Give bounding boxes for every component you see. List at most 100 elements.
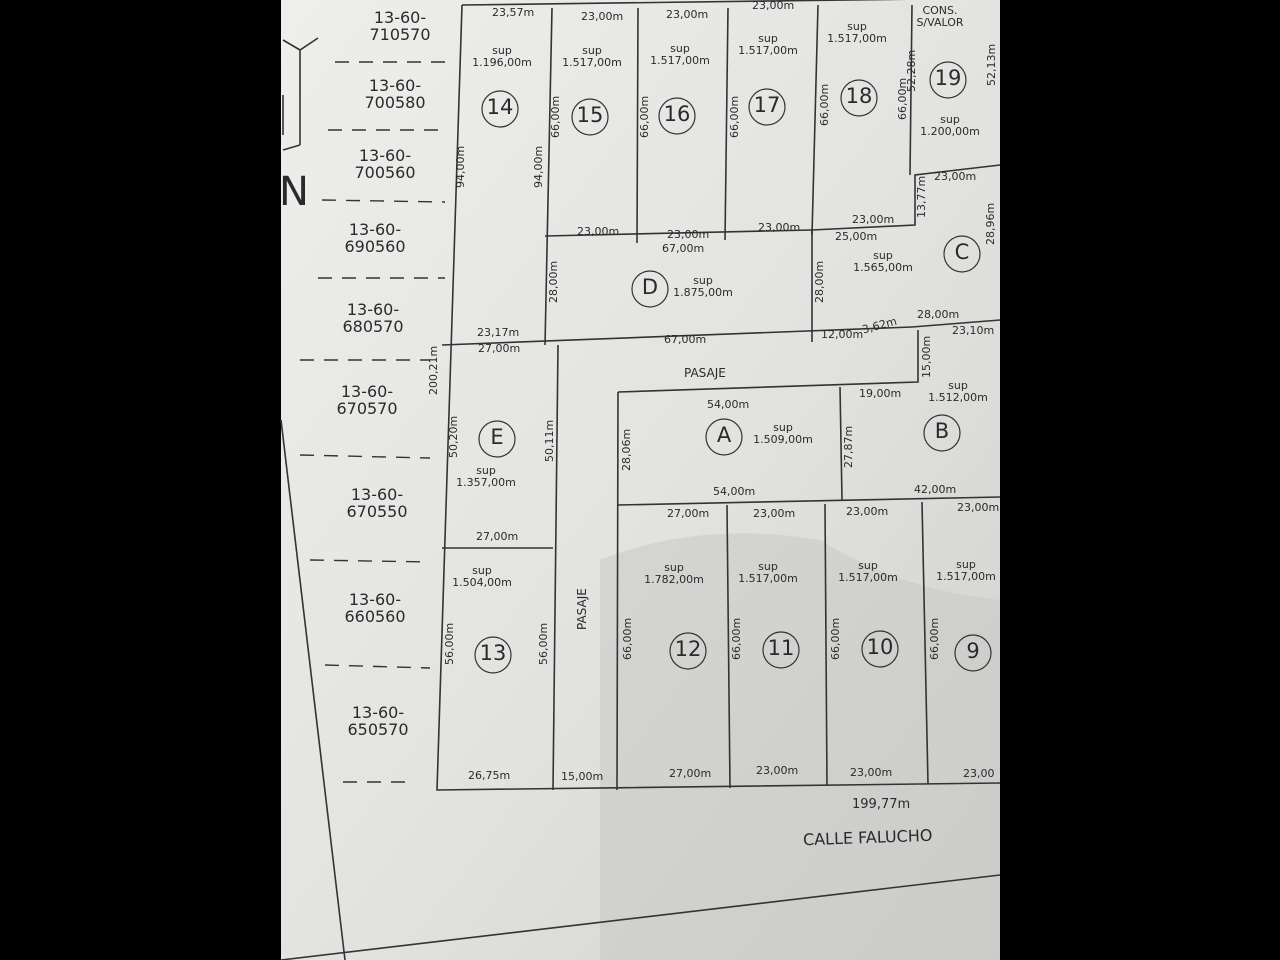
lot-area: sup 1.504,00m: [452, 564, 512, 589]
dimension: 66,00m: [728, 95, 741, 138]
parcel-code: 13-60- 710570: [369, 8, 431, 44]
dimension: 50,20m: [447, 415, 460, 458]
dimension: 28,00m: [917, 308, 960, 321]
lot-area: sup 1.517,00m: [738, 560, 798, 585]
dimension: 54,00m: [713, 485, 756, 498]
lot-area: sup 1.512,00m: [928, 379, 988, 404]
dimension: 67,00m: [664, 333, 707, 346]
dimension: 28,00m: [547, 260, 560, 303]
lot-letter: E: [490, 425, 504, 449]
dimension: 23,00m: [577, 225, 620, 238]
parcel-code: 13-60- 680570: [342, 300, 404, 336]
lot-area: sup 1.517,00m: [838, 559, 898, 584]
north-letter: N: [279, 169, 309, 215]
dimension: 23,17m: [477, 326, 520, 339]
dimension: 66,00m: [829, 617, 842, 660]
lot-number: 19: [934, 66, 962, 90]
dimension: 27,00m: [669, 767, 712, 780]
dimension: 28,00m: [813, 260, 826, 303]
dimension: 23,00m: [581, 10, 624, 23]
dimension: 67,00m: [662, 242, 705, 255]
lot-number: 12: [674, 637, 702, 661]
lot-area: sup 1.517,00m: [936, 558, 996, 583]
lot-number: 14: [486, 95, 514, 119]
dimension: 23,00m: [753, 507, 796, 520]
dimension: 94,00m: [532, 145, 545, 188]
dimension: 23,00m: [667, 228, 710, 241]
dimension: 52,28m: [905, 49, 918, 92]
dimension: 52,13m: [985, 43, 998, 86]
dimension: 66,00m: [549, 95, 562, 138]
lot-area: sup 1.517,00m: [650, 42, 710, 67]
lot-number: 13: [479, 641, 507, 665]
dimension: 66,00m: [730, 617, 743, 660]
dimension: 56,00m: [537, 622, 550, 665]
lot-number: 10: [866, 635, 894, 659]
dimension: 23,10m: [952, 324, 995, 337]
lot-area: sup 1.517,00m: [738, 32, 798, 57]
north-arrow-icon: N: [279, 37, 319, 215]
dimension: 27,00m: [667, 507, 710, 520]
lot-area: sup 1.517,00m: [562, 44, 622, 69]
lot-letter: B: [934, 419, 950, 443]
lot-area: sup 1.200,00m: [920, 113, 980, 138]
lot-number: 18: [845, 84, 873, 108]
dimension: 23,00m: [934, 170, 977, 183]
dimension: 56,00m: [443, 622, 456, 665]
lot-number: 11: [767, 636, 795, 660]
dimension: 66,00m: [818, 83, 831, 126]
lot-number: 16: [663, 102, 691, 126]
lot-area: sup 1.565,00m: [853, 249, 913, 274]
parcel-code: 13-60- 700560: [354, 146, 416, 182]
lot-letter: D: [641, 275, 659, 299]
lot-area: sup 1.357,00m: [456, 464, 516, 489]
dimension: 15,00m: [561, 770, 604, 783]
lot-letter: A: [716, 423, 732, 447]
dimension: 23,00: [963, 767, 995, 780]
dimension: 23,00m: [756, 764, 799, 777]
total-length: 199,77m: [852, 797, 911, 812]
dimension: 27,00m: [476, 530, 519, 543]
dimension: 23,57m: [492, 6, 535, 19]
parcel-code: 13-60- 660560: [344, 590, 406, 626]
lot-area: sup 1.509,00m: [753, 421, 813, 446]
dimension: 23,00m: [752, 0, 795, 12]
dimension: 13,77m: [915, 175, 928, 218]
cons-note: CONS. S/VALOR: [916, 4, 964, 29]
dimension: 66,00m: [638, 95, 651, 138]
dimension: 54,00m: [707, 398, 750, 411]
dimension: 23,00m: [957, 501, 1000, 514]
dimension: 19,00m: [859, 387, 902, 400]
lot-number: 15: [576, 103, 604, 127]
dimension: 94,00m: [454, 145, 467, 188]
dimension: 23,00m: [758, 221, 801, 234]
dimension: 66,00m: [621, 617, 634, 660]
dimension: 50,11m: [543, 419, 556, 462]
lot-area: sup 1.782,00m: [644, 561, 704, 586]
parcel-code: 13-60- 690560: [344, 220, 406, 256]
grid-dashes: [299, 61, 446, 783]
lot-area: sup 1.196,00m: [472, 44, 532, 69]
parcel-code: 13-60- 670550: [346, 485, 408, 521]
dimension: 28,06m: [620, 428, 633, 471]
lot-number: 9: [966, 639, 980, 663]
parcel-code: 13-60- 650570: [347, 703, 409, 739]
dimension: 27,87m: [842, 425, 855, 468]
hand-shadow: [600, 533, 1000, 960]
dimension: 23,00m: [846, 505, 889, 518]
dimension: 26,75m: [468, 769, 511, 782]
dimension: 25,00m: [835, 230, 878, 243]
dimension: 200,21m: [427, 345, 440, 395]
lot-area: sup 1.875,00m: [673, 274, 733, 299]
dimension: 27,00m: [478, 342, 521, 355]
dimension: 23,00m: [666, 8, 709, 21]
dimension: 23,00m: [850, 766, 893, 779]
dimension: 42,00m: [914, 483, 957, 496]
pasaje-vertical-label: PASAJE: [575, 588, 589, 630]
dimension: 12,00m: [821, 328, 864, 341]
lot-area: sup 1.517,00m: [827, 20, 887, 45]
lot-circles: [474, 61, 992, 674]
parcel-code: 13-60- 700580: [364, 76, 426, 112]
parcel-code: 13-60- 670570: [336, 382, 398, 418]
